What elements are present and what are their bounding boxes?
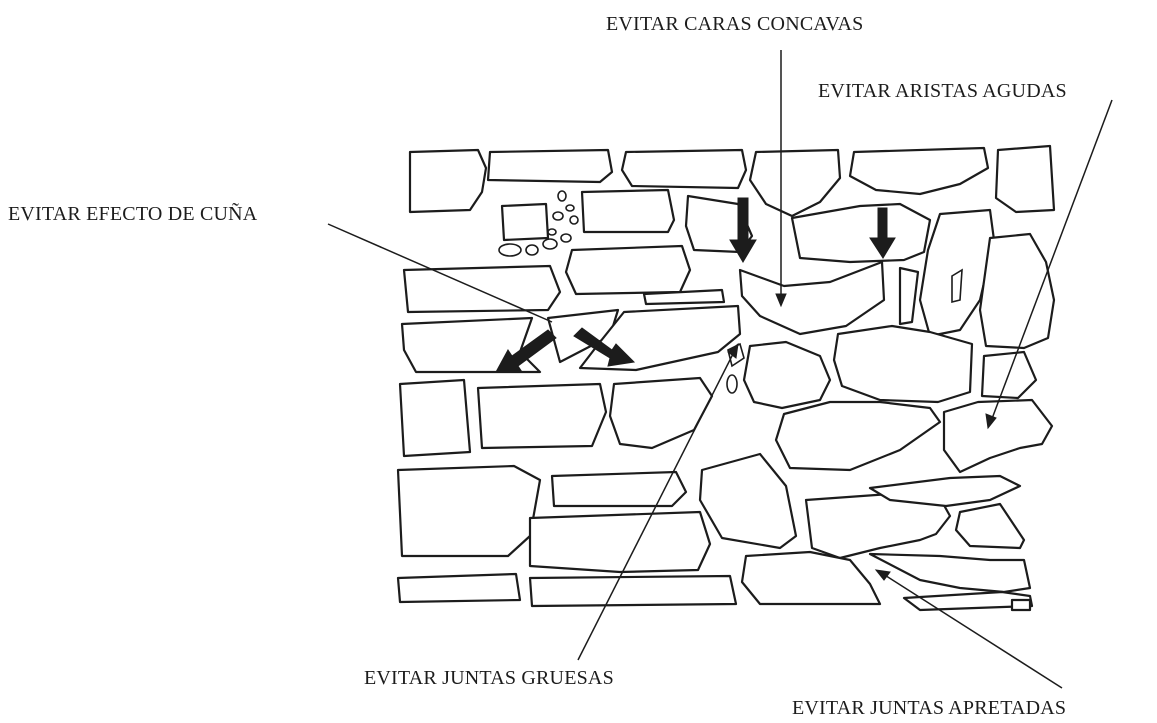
stone (402, 264, 562, 314)
label-sharp-edges: EVITAR ARISTAS AGUDAS (818, 80, 1067, 102)
stone (398, 378, 472, 458)
stone (564, 244, 692, 296)
stone (774, 400, 942, 472)
down-arrow-icon (729, 197, 757, 263)
stone (550, 470, 688, 508)
stone (954, 502, 1026, 550)
pebble (726, 374, 738, 394)
pebble (557, 190, 567, 202)
leader-lines (327, 50, 1113, 689)
pebble (569, 215, 579, 225)
stone (738, 260, 886, 336)
pebble (560, 233, 572, 243)
stone (832, 324, 974, 404)
stone (396, 464, 542, 558)
stone (994, 144, 1056, 214)
stone (868, 552, 1032, 594)
pebble (547, 228, 557, 236)
stone (528, 510, 712, 574)
stone (848, 146, 990, 196)
stone (580, 188, 676, 234)
stone (942, 398, 1054, 474)
diagonal-arrow-icon (495, 329, 557, 373)
stone (642, 288, 726, 306)
stone (396, 572, 522, 604)
pebble (498, 243, 522, 257)
pebble (565, 204, 575, 212)
stone (868, 474, 1022, 508)
pebble (542, 238, 558, 250)
stone (500, 202, 550, 242)
label-concave-faces: EVITAR CARAS CONCAVAS (606, 13, 863, 35)
stone (740, 550, 882, 606)
arrowhead-icon (985, 413, 997, 430)
label-wedge-effect: EVITAR EFECTO DE CUÑA (8, 201, 258, 225)
leader-line-thick-joints (577, 347, 737, 661)
stone (620, 148, 748, 190)
bold-arrows (495, 197, 896, 373)
pebble (951, 268, 963, 304)
leader-line-wedge (327, 223, 553, 323)
stone-wall (396, 144, 1056, 612)
label-tight-joints: EVITAR JUNTAS APRETADAS (792, 697, 1066, 719)
down-arrow-icon (869, 207, 896, 259)
stone (698, 452, 798, 550)
arrowhead-icon (874, 569, 891, 581)
stone (978, 232, 1056, 350)
pebble (552, 211, 564, 221)
label-thick-joints: EVITAR JUNTAS GRUESAS (364, 667, 614, 689)
stone (608, 376, 714, 450)
stone (476, 382, 608, 450)
diagonal-arrow-icon (573, 327, 636, 367)
stone (748, 148, 842, 218)
arrowhead-icon (775, 293, 787, 308)
stone (742, 340, 832, 410)
leader-line-tight-joints (879, 571, 1063, 689)
pebble (525, 244, 539, 256)
stone (1010, 598, 1032, 612)
leader-line-sharp-edges (989, 99, 1113, 425)
stone (790, 202, 932, 264)
arrowhead-icon (727, 342, 739, 359)
stone (898, 266, 920, 326)
stone (486, 148, 614, 184)
stone (408, 148, 488, 214)
stone (528, 574, 738, 608)
